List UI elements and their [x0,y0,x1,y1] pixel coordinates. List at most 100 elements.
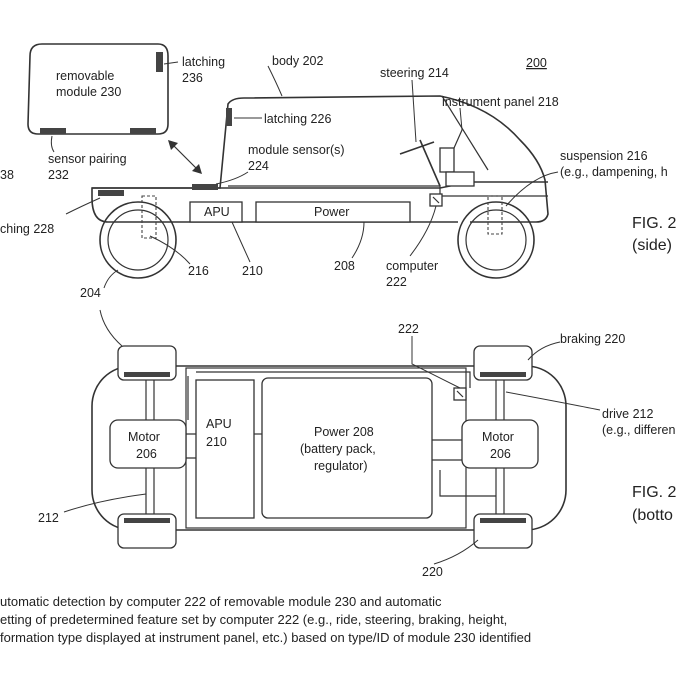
fig-bottom-subtitle: (botto [632,507,673,524]
apu-label-bottom-1: APU [206,417,232,431]
fig-side-title: FIG. 2 [632,215,677,232]
arrow-head-bottom [192,164,202,174]
bottom-view: Motor 206 Motor 206 APU 210 Power 208 (b… [38,309,677,579]
ref-216-label: 216 [188,264,209,278]
lead-204 [103,269,119,289]
apu-label-side: APU [204,205,230,219]
suspension-label-2: (e.g., dampening, h [560,165,668,179]
ref-212-label: 212 [38,511,59,525]
ref-208-label: 208 [334,259,355,273]
motor-right-label-2: 206 [490,447,511,461]
body-label: body 202 [272,54,323,68]
attach-arrow [169,141,201,173]
wheel-rear-top [473,345,533,381]
power-label-bottom-2: (battery pack, [300,442,376,456]
windshield-line [441,95,489,171]
ref-210-label: 210 [242,264,263,278]
lead-208 [351,221,365,259]
lead-drive [505,391,601,411]
lead-instrument-panel [459,107,463,131]
arrow-head-top [168,140,178,150]
instrument-panel-label: instrument panel 218 [442,95,559,109]
apu-label-bottom-2: 210 [206,435,227,449]
instrument-panel-base [445,171,475,187]
computer-box-mark [432,196,440,204]
motor-left-label-2: 206 [136,447,157,461]
side-view: APU Power 200 body 202 steering 214 i [0,43,677,300]
wire-power-motor-right [432,439,462,461]
front-wheel-outer [99,201,177,279]
lead-body-202 [267,65,283,97]
front-suspension-spring [141,195,157,239]
wire-top [196,371,471,388]
sensor-pad-left [40,128,66,134]
lead-sensor-pairing [50,135,55,153]
computer-label-2: 222 [386,275,407,289]
removable-module-label-2: module 230 [56,85,121,99]
motor-right-box [461,419,539,469]
caption-line-1: utomatic detection by computer 222 of re… [0,594,442,609]
ref-238-label: 38 [0,168,14,182]
steering-label: steering 214 [380,66,449,80]
figure-number-label: 200 [526,56,547,70]
front-wheel-inner [107,209,169,271]
braking-label: braking 220 [560,332,625,346]
latching-226-label: latching 226 [264,112,331,126]
lead-latching-228 [65,197,101,215]
module-sensor-224-block [192,184,218,190]
latching-226-block [226,108,232,126]
lead-220 [433,539,479,565]
lead-computer [409,205,437,257]
latching-236-label-2: 236 [182,71,203,85]
wheel-front-top [117,345,177,381]
sensor-pairing-label-1: sensor pairing [48,152,127,166]
wire-apu-motor-left [186,433,196,459]
caption: utomatic detection by computer 222 of re… [0,594,531,645]
latching-236-label-1: latching [182,55,225,69]
apu-box-side [189,201,243,223]
lead-latching-236 [163,61,179,65]
ref-222-bottom-label: 222 [398,322,419,336]
latching-228-block [98,190,124,196]
fig-side-subtitle: (side) [632,237,672,254]
computer-box-bottom-mark [456,390,464,398]
caption-line-2: etting of predetermined feature set by c… [0,612,507,627]
drive-label-1: drive 212 [602,407,653,421]
rear-suspension-spring [487,195,503,235]
apu-box-bottom [195,379,255,519]
ref-204-label: 204 [80,286,101,300]
caption-line-3: formation type displayed at instrument p… [0,630,531,645]
chassis-bottom [91,197,458,223]
sensor-pairing-label-2: 232 [48,168,69,182]
suspension-label-1: suspension 216 [560,149,648,163]
power-box-side [255,201,411,223]
lead-suspension [505,171,559,207]
brake-front-top [124,372,170,377]
computer-label-1: computer [386,259,438,273]
steering-column [419,139,441,187]
lead-210 [231,221,251,263]
removable-module-outline [27,43,169,135]
power-label-bottom-1: Power 208 [314,425,374,439]
power-label-side: Power [314,205,349,219]
removable-module-label-1: removable [56,69,114,83]
module-sensor-label-2: 224 [248,159,269,173]
latching-236-block [156,52,163,72]
brake-rear-top [480,372,526,377]
rear-wheel-inner [465,209,527,271]
power-box-bottom [261,377,433,519]
chassis-top [92,181,548,189]
rear-wheel-outer [457,201,535,279]
motor-right-label-1: Motor [482,430,514,444]
motor-left-label-1: Motor [128,430,160,444]
lead-module-sensor [215,171,249,185]
vehicle-outline-bottom [91,365,567,531]
latching-228-label: ching 228 [0,222,54,236]
lead-steering [411,79,417,143]
instrument-panel-arm [453,129,463,149]
module-sensor-label-1: module sensor(s) [248,143,345,157]
brake-front-bottom [124,518,170,523]
sensor-pad-right [130,128,156,134]
fig-bottom-title: FIG. 2 [632,484,677,501]
steering-wheel [399,141,435,155]
